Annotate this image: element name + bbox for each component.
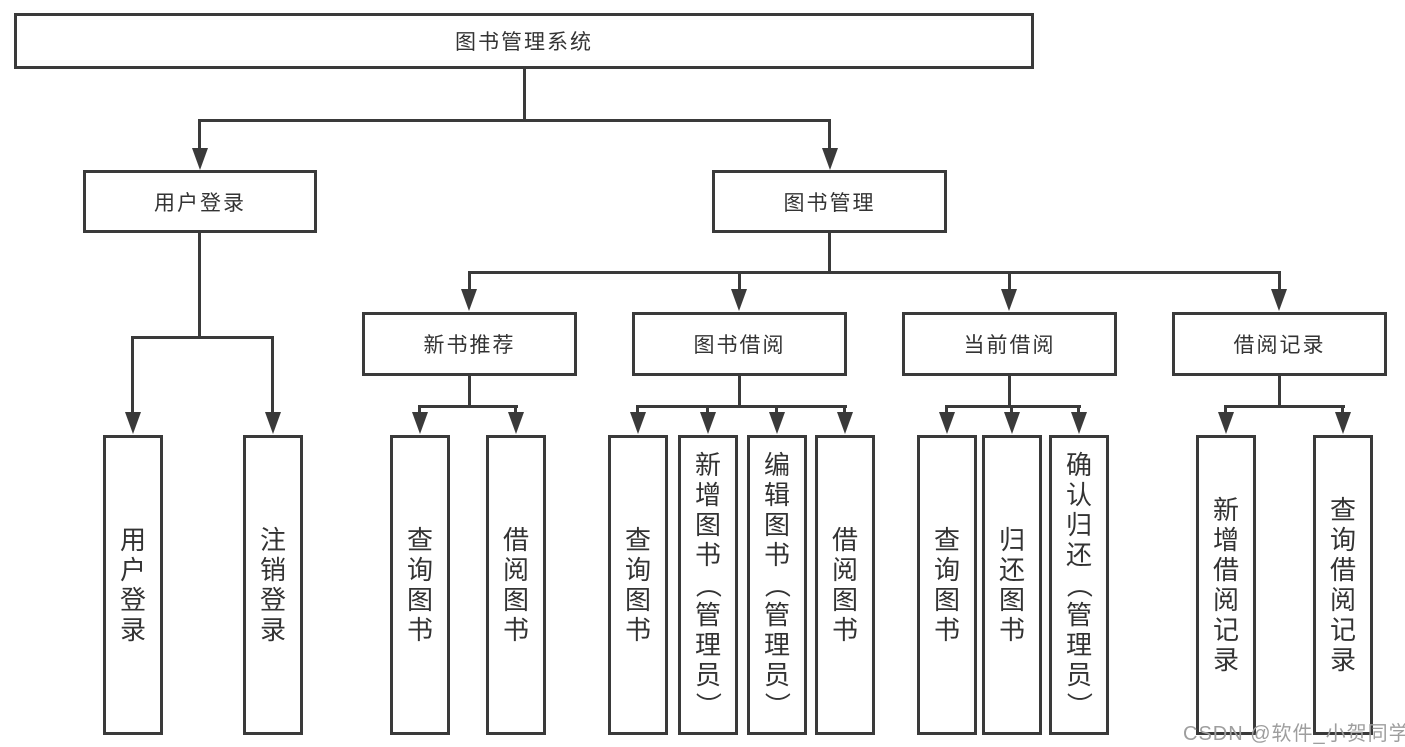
leaf-edit-books-admin: 编辑图书（管理员） <box>747 435 807 735</box>
arrowhead-down-icon <box>1271 289 1287 311</box>
connector-line <box>1008 375 1011 407</box>
connector-line <box>514 405 517 414</box>
leaf-label: 归还图书 <box>998 525 1025 645</box>
arrowhead-down-icon <box>630 412 646 434</box>
leaf-label: 查询图书 <box>933 525 960 645</box>
leaf-label: 确认归还（管理员） <box>1063 450 1094 719</box>
leaf-user-login: 用户登录 <box>103 435 163 735</box>
connector-line <box>418 405 421 414</box>
connector-line <box>523 68 526 120</box>
node-book-management-label: 图书管理 <box>783 191 876 215</box>
leaf-return-books: 归还图书 <box>982 435 1042 735</box>
connector-line <box>271 336 274 414</box>
connector-line <box>636 405 639 414</box>
leaf-label: 借阅图书 <box>502 525 529 645</box>
leaf-borrow-books-recommend: 借阅图书 <box>486 435 546 735</box>
connector-line <box>843 405 846 414</box>
connector-line <box>1341 405 1344 414</box>
leaf-query-books-borrow: 查询图书 <box>608 435 668 735</box>
arrowhead-down-icon <box>412 412 428 434</box>
connector-line <box>198 232 201 338</box>
connector-line <box>828 119 831 150</box>
connector-line <box>1278 271 1281 291</box>
arrowhead-down-icon <box>822 148 838 170</box>
node-current-borrow: 当前借阅 <box>902 312 1117 376</box>
leaf-add-books-admin: 新增图书（管理员） <box>678 435 738 735</box>
arrowhead-down-icon <box>1004 412 1020 434</box>
leaf-add-borrow-record: 新增借阅记录 <box>1196 435 1256 735</box>
arrowhead-down-icon <box>939 412 955 434</box>
node-borrow-records: 借阅记录 <box>1172 312 1387 376</box>
connector-line <box>131 336 134 414</box>
leaf-logout: 注销登录 <box>243 435 303 735</box>
node-borrow-records-label: 借阅记录 <box>1233 334 1326 357</box>
leaf-label: 查询图书 <box>406 525 433 645</box>
arrowhead-down-icon <box>461 289 477 311</box>
arrowhead-down-icon <box>1218 412 1234 434</box>
node-book-borrow: 图书借阅 <box>632 312 847 376</box>
connector-line <box>468 271 471 291</box>
connector-line <box>1077 405 1080 414</box>
leaf-borrow-books: 借阅图书 <box>815 435 875 735</box>
node-root: 图书管理系统 <box>14 13 1034 69</box>
connector-line <box>828 232 831 273</box>
leaf-label: 查询借阅记录 <box>1329 495 1356 675</box>
connector-line <box>468 375 471 407</box>
connector-line <box>1224 405 1227 414</box>
leaf-query-borrow-record: 查询借阅记录 <box>1313 435 1373 735</box>
arrowhead-down-icon <box>1335 412 1351 434</box>
connector-line <box>198 119 831 122</box>
connector-line <box>1224 405 1345 408</box>
connector-line <box>418 405 518 408</box>
connector-line <box>198 119 201 150</box>
leaf-query-books-current: 查询图书 <box>917 435 977 735</box>
arrowhead-down-icon <box>125 412 141 434</box>
arrowhead-down-icon <box>1001 289 1017 311</box>
connector-line <box>738 271 741 291</box>
connector-line <box>1008 271 1011 291</box>
connector-line <box>468 271 1281 274</box>
connector-line <box>945 405 1081 408</box>
node-book-management: 图书管理 <box>712 170 947 233</box>
leaf-confirm-return-admin: 确认归还（管理员） <box>1049 435 1109 735</box>
connector-line <box>1010 405 1013 414</box>
arrowhead-down-icon <box>769 412 785 434</box>
leaf-user-login-label: 用户登录 <box>119 525 146 645</box>
arrowhead-down-icon <box>192 148 208 170</box>
connector-line <box>1278 375 1281 407</box>
node-root-label: 图书管理系统 <box>455 31 593 54</box>
leaf-logout-label: 注销登录 <box>259 525 286 645</box>
connector-line <box>131 336 274 339</box>
arrowhead-down-icon <box>1071 412 1087 434</box>
leaf-label: 新增借阅记录 <box>1212 495 1239 675</box>
node-new-book-recommend-label: 新书推荐 <box>423 334 516 357</box>
node-user-login: 用户登录 <box>83 170 317 233</box>
leaf-label: 查询图书 <box>624 525 651 645</box>
watermark: CSDN @软件_小贺同学 <box>1183 723 1405 745</box>
leaf-query-books-recommend: 查询图书 <box>390 435 450 735</box>
connector-line <box>945 405 948 414</box>
arrowhead-down-icon <box>700 412 716 434</box>
node-new-book-recommend: 新书推荐 <box>362 312 577 376</box>
arrowhead-down-icon <box>837 412 853 434</box>
arrowhead-down-icon <box>265 412 281 434</box>
leaf-label: 编辑图书（管理员） <box>761 450 792 719</box>
node-current-borrow-label: 当前借阅 <box>963 334 1056 357</box>
connector-line <box>775 405 778 414</box>
connector-line <box>738 375 741 407</box>
node-user-login-label: 用户登录 <box>154 191 246 215</box>
leaf-label: 新增图书（管理员） <box>692 450 723 719</box>
node-book-borrow-label: 图书借阅 <box>693 334 786 357</box>
leaf-label: 借阅图书 <box>831 525 858 645</box>
arrowhead-down-icon <box>508 412 524 434</box>
connector-line <box>706 405 709 414</box>
connector-line <box>636 405 847 408</box>
arrowhead-down-icon <box>731 289 747 311</box>
